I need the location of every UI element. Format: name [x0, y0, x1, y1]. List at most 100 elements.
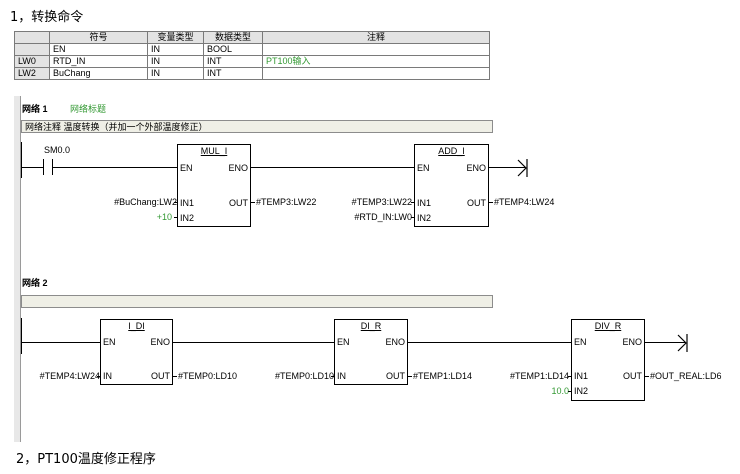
out-pin: OUT — [467, 198, 486, 208]
in2-pin: IN2 — [417, 213, 432, 223]
in1-pin: IN1 — [417, 198, 432, 208]
rung-wire — [645, 342, 685, 343]
add-i-block[interactable]: ADD_I EN ENO IN1 OUT IN2 — [414, 144, 489, 227]
rung-wire — [21, 167, 43, 168]
table-corner-cell — [14, 31, 50, 44]
div-r-out-operand[interactable]: #OUT_REAL:LD6 — [650, 371, 722, 381]
cell-data-type[interactable]: BOOL — [203, 43, 263, 56]
block-name: DI_R — [360, 321, 382, 331]
rung-wire — [21, 342, 100, 343]
out-pin: OUT — [386, 371, 405, 381]
en-pin: EN — [574, 337, 587, 347]
add-in2-operand[interactable]: #RTD_IN:LW0 — [354, 212, 412, 222]
column-header-symbol: 符号 — [49, 31, 148, 44]
i-di-out-operand[interactable]: #TEMP0:LD10 — [178, 371, 238, 381]
i-di-in-operand[interactable]: #TEMP4:LW24 — [39, 371, 100, 381]
cell-symbol[interactable]: RTD_IN — [49, 55, 148, 68]
table-header-row: 符号 变量类型 数据类型 注释 — [14, 31, 490, 44]
network-1-comment[interactable]: 网络注释 温度转换（并加一个外部温度修正） — [21, 120, 493, 133]
pin-stub — [174, 202, 177, 203]
pin-stub — [411, 202, 414, 203]
power-rail — [21, 318, 22, 354]
rung-wire — [408, 342, 571, 343]
cell-var-type[interactable]: IN — [147, 55, 204, 68]
div-r-in2-operand[interactable]: 10.0 — [551, 386, 569, 396]
cell-var-type[interactable]: IN — [147, 67, 204, 80]
row-address — [14, 43, 50, 56]
pin-stub — [408, 376, 412, 377]
section-heading-2: 2，PT100温度修正程序 — [16, 452, 156, 467]
rung-end-arrow-icon — [517, 159, 528, 177]
pin-stub — [568, 391, 571, 392]
section-heading-1: 1，转换命令 — [10, 10, 84, 25]
power-rail — [21, 142, 22, 178]
cell-comment[interactable] — [262, 43, 490, 56]
table-row[interactable]: LW2 BuChang IN INT — [14, 67, 490, 80]
cell-comment[interactable] — [262, 67, 490, 80]
di-r-in-operand[interactable]: #TEMP0:LD10 — [274, 371, 334, 381]
pin-stub — [174, 217, 177, 218]
column-header-data-type: 数据类型 — [203, 31, 263, 44]
div-r-block[interactable]: DIV_R EN ENO IN1 OUT IN2 — [571, 319, 645, 401]
contact-left-bar — [43, 159, 44, 175]
pin-stub — [331, 376, 334, 377]
rung-wire — [53, 167, 177, 168]
cell-var-type[interactable]: IN — [147, 43, 204, 56]
i-di-block[interactable]: I_DI EN ENO IN OUT — [100, 319, 173, 385]
in1-pin: IN1 — [180, 198, 195, 208]
block-name: MUL_I — [200, 146, 228, 156]
eno-pin: ENO — [150, 337, 170, 347]
eno-pin: ENO — [228, 163, 248, 173]
en-pin: EN — [180, 163, 193, 173]
pin-stub — [97, 376, 100, 377]
mul-out-operand[interactable]: #TEMP3:LW22 — [256, 197, 317, 207]
cell-comment[interactable]: PT100输入 — [262, 55, 490, 68]
en-pin: EN — [417, 163, 430, 173]
out-pin: OUT — [623, 371, 642, 381]
pin-stub — [645, 376, 649, 377]
in2-pin: IN2 — [180, 213, 195, 223]
en-pin: EN — [103, 337, 116, 347]
network-1-label: 网络 1 — [22, 104, 48, 114]
di-r-block[interactable]: DI_R EN ENO IN OUT — [334, 319, 408, 385]
block-name: ADD_I — [438, 146, 465, 156]
network-2-comment[interactable] — [21, 295, 493, 308]
pin-stub — [173, 376, 177, 377]
column-header-var-type: 变量类型 — [147, 31, 204, 44]
cell-data-type[interactable]: INT — [203, 55, 263, 68]
mul-in2-operand[interactable]: +10 — [156, 212, 172, 222]
out-pin: OUT — [151, 371, 170, 381]
network-1-title[interactable]: 网络标题 — [70, 104, 107, 114]
div-r-in1-operand[interactable]: #TEMP1:LD14 — [509, 371, 569, 381]
di-r-out-operand[interactable]: #TEMP1:LD14 — [413, 371, 473, 381]
in-pin: IN — [337, 371, 346, 381]
pin-stub — [251, 202, 255, 203]
variable-table: 符号 变量类型 数据类型 注释 EN IN BOOL LW0 RTD_IN IN… — [14, 31, 490, 80]
cell-symbol[interactable]: BuChang — [49, 67, 148, 80]
table-row[interactable]: EN IN BOOL — [14, 43, 490, 56]
contact-address[interactable]: SM0.0 — [44, 145, 71, 155]
pin-stub — [411, 217, 414, 218]
cell-symbol[interactable]: EN — [49, 43, 148, 56]
rung-wire — [489, 167, 525, 168]
editor-gutter — [14, 96, 21, 442]
mul-i-block[interactable]: MUL_I EN ENO IN1 OUT IN2 — [177, 144, 251, 227]
cell-data-type[interactable]: INT — [203, 67, 263, 80]
out-pin: OUT — [229, 198, 248, 208]
pin-stub — [568, 376, 571, 377]
contact-right-bar — [52, 159, 53, 175]
in1-pin: IN1 — [574, 371, 589, 381]
table-row[interactable]: LW0 RTD_IN IN INT PT100输入 — [14, 55, 490, 68]
add-in1-operand[interactable]: #TEMP3:LW22 — [351, 197, 412, 207]
en-pin: EN — [337, 337, 350, 347]
network-2-label: 网络 2 — [22, 278, 48, 288]
eno-pin: ENO — [622, 337, 642, 347]
block-name: I_DI — [128, 321, 145, 331]
row-address: LW0 — [14, 55, 50, 68]
ladder-editor[interactable]: 网络 1 网络标题 网络注释 温度转换（并加一个外部温度修正） SM0.0 MU… — [14, 96, 725, 442]
add-out-operand[interactable]: #TEMP4:LW24 — [494, 197, 555, 207]
eno-pin: ENO — [385, 337, 405, 347]
mul-in1-operand[interactable]: #BuChang:LW2 — [114, 197, 177, 207]
in-pin: IN — [103, 371, 112, 381]
rung-end-arrow-icon — [677, 334, 688, 352]
